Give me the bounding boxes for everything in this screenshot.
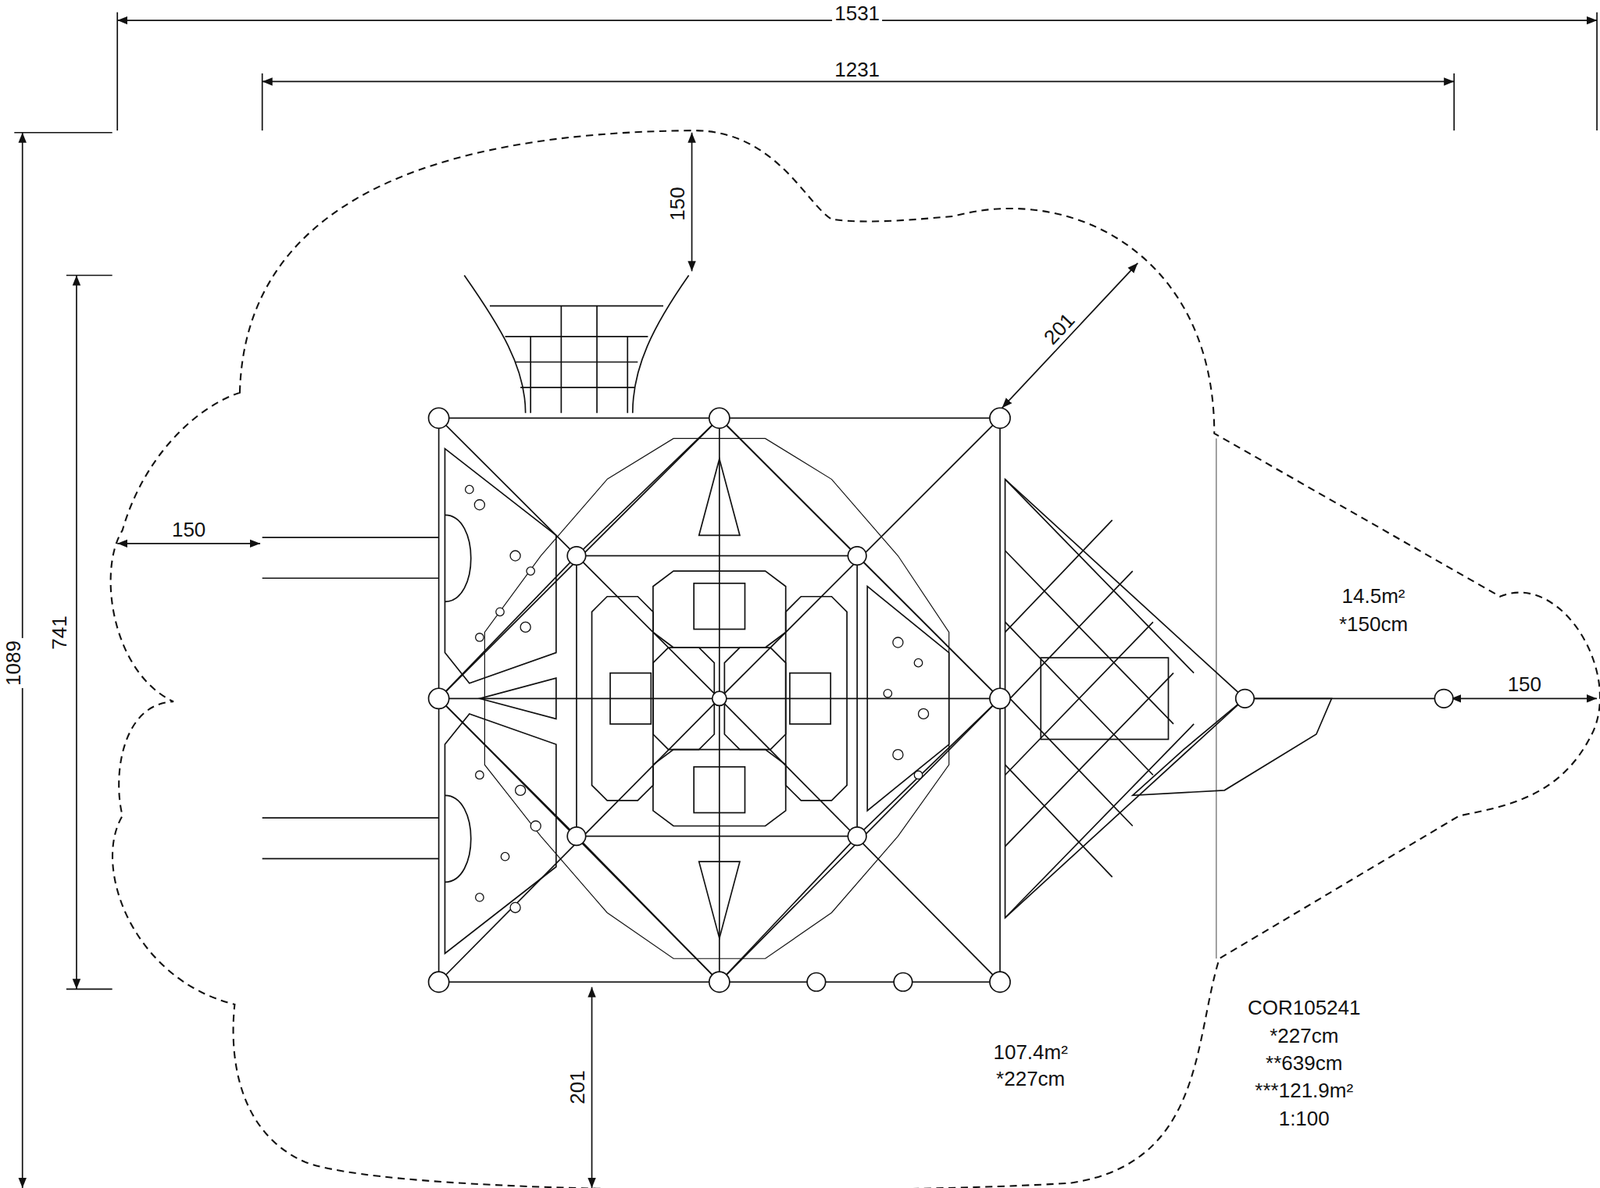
dimension-label: COR105241 [1245,996,1364,1020]
dimension-label: 14.5m² [1339,584,1408,608]
dimension-label: ***121.9m² [1252,1079,1356,1103]
dimension-label: 150 [666,185,690,224]
dimension-label: 201 [1037,307,1081,351]
dimension-label: *150cm [1336,613,1411,636]
dimension-label: 107.4m² [990,1040,1070,1064]
dimension-label: 741 [47,613,71,652]
dimension-label: **639cm [1263,1052,1345,1075]
dimension-label: *227cm [993,1067,1068,1090]
dimension-label: 1231 [832,58,883,82]
dimension-label: 1089 [2,638,25,689]
dimension-label: 1:100 [1276,1107,1333,1130]
dimension-label: 150 [169,518,208,542]
dimension-label: *227cm [1267,1024,1341,1047]
dimension-label: 201 [566,1068,590,1108]
dimension-label: 150 [1505,673,1544,697]
dimension-label: 1531 [832,2,883,25]
